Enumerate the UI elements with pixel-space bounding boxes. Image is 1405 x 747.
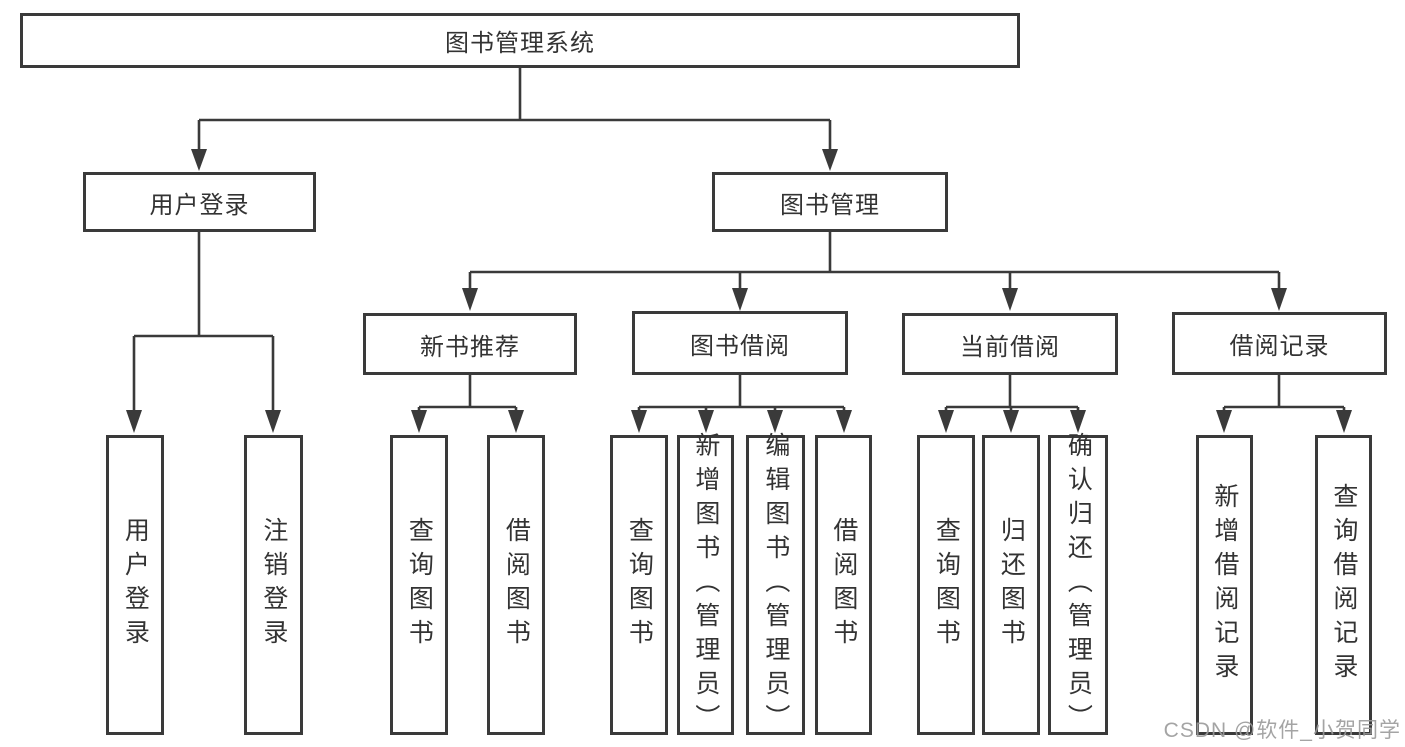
leaf-edit-books-admin-label: 编辑图书（管理员） [761, 432, 790, 738]
node-book-borrow: 图书借阅 [632, 311, 848, 375]
leaf-recommend-borrow-books: 借阅图书 [487, 435, 545, 735]
leaf-add-books-admin: 新增图书（管理员） [677, 432, 734, 738]
leaf-confirm-return-admin: 确认归还（管理员） [1048, 432, 1108, 738]
leaf-recommend-query-books-label: 查询图书 [405, 517, 434, 653]
leaf-return-books: 归还图书 [982, 435, 1040, 735]
leaf-borrow-books: 借阅图书 [815, 435, 872, 735]
leaf-user-login: 用户登录 [106, 435, 164, 735]
leaf-recommend-borrow-books-label: 借阅图书 [502, 517, 531, 653]
leaf-query-borrow-record-label: 查询借阅记录 [1329, 483, 1358, 687]
leaf-edit-books-admin: 编辑图书（管理员） [746, 432, 805, 738]
leaf-logout-label: 注销登录 [259, 517, 288, 653]
node-new-book-recommend: 新书推荐 [363, 313, 577, 375]
leaf-logout: 注销登录 [244, 435, 303, 735]
leaf-confirm-return-admin-label: 确认归还（管理员） [1064, 432, 1093, 738]
leaf-return-books-label: 归还图书 [997, 517, 1026, 653]
leaf-borrow-query-books-label: 查询图书 [625, 517, 654, 653]
node-root-system: 图书管理系统 [20, 13, 1020, 68]
leaf-borrow-books-label: 借阅图书 [829, 517, 858, 653]
leaf-recommend-query-books: 查询图书 [390, 435, 448, 735]
node-book-management: 图书管理 [712, 172, 948, 232]
leaf-add-borrow-record-label: 新增借阅记录 [1210, 483, 1239, 687]
node-current-borrow: 当前借阅 [902, 313, 1118, 375]
leaf-add-books-admin-label: 新增图书（管理员） [691, 432, 720, 738]
node-borrow-record: 借阅记录 [1172, 312, 1387, 375]
leaf-add-borrow-record: 新增借阅记录 [1196, 435, 1253, 735]
leaf-borrow-query-books: 查询图书 [610, 435, 668, 735]
node-user-login: 用户登录 [83, 172, 316, 232]
leaf-user-login-label: 用户登录 [121, 517, 150, 653]
leaf-current-query-books: 查询图书 [917, 435, 975, 735]
leaf-current-query-books-label: 查询图书 [932, 517, 961, 653]
leaf-query-borrow-record: 查询借阅记录 [1315, 435, 1372, 735]
